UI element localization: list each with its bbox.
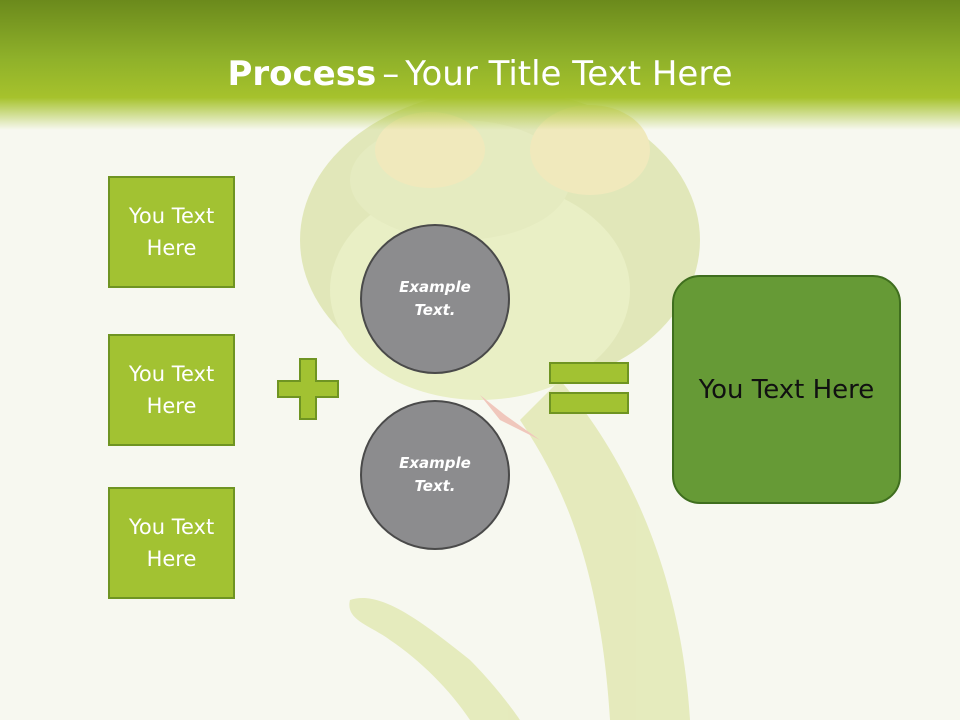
circle-label: Example Text.	[399, 278, 471, 319]
title-bold: Process	[227, 54, 377, 94]
result-label: You Text Here	[698, 374, 875, 405]
input-box-3[interactable]: You Text Here	[108, 487, 235, 599]
equals-icon	[549, 362, 629, 414]
title-bar	[0, 0, 960, 130]
title-separator: –	[382, 54, 400, 94]
title-rest: Your Title Text Here	[405, 54, 733, 94]
page-title: Process–Your Title Text Here	[0, 52, 960, 96]
input-box-label: You Text Here	[128, 204, 215, 260]
input-box-label: You Text Here	[128, 515, 215, 571]
circle-label: Example Text.	[399, 454, 471, 495]
plus-icon	[277, 358, 339, 420]
input-box-label: You Text Here	[128, 362, 215, 418]
input-box-2[interactable]: You Text Here	[108, 334, 235, 446]
input-box-1[interactable]: You Text Here	[108, 176, 235, 288]
example-circle-2[interactable]: Example Text.	[360, 400, 510, 550]
example-circle-1[interactable]: Example Text.	[360, 224, 510, 374]
result-box[interactable]: You Text Here	[672, 275, 901, 504]
